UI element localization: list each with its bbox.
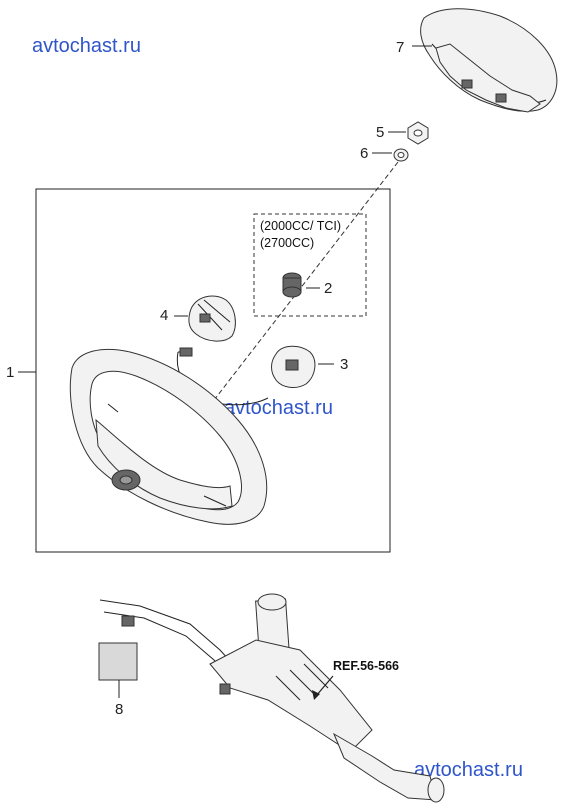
watermark-middle: avtochast.ru — [224, 397, 333, 419]
callout-5: 5 — [376, 124, 384, 141]
steering-wheel-assembly-box — [35, 188, 391, 553]
steering-wheel-part — [69, 348, 268, 525]
engine-variant-box — [253, 213, 367, 317]
caution-label-part — [98, 642, 138, 681]
nut-part — [388, 121, 429, 145]
damper-part — [282, 272, 320, 298]
washer-part — [372, 148, 409, 162]
watermark-top: avtochast.ru — [32, 35, 141, 57]
watermark-bottom: avtochast.ru — [414, 759, 523, 781]
reference-label: REF.56-566 — [333, 659, 399, 673]
callout-8: 8 — [115, 701, 123, 718]
cruise-switch-part — [271, 345, 334, 388]
airbag-module-part — [412, 8, 558, 113]
remote-control-switch-part — [174, 295, 236, 342]
engine-note-line1: (2000CC/ TCI) — [260, 219, 341, 233]
callout-7: 7 — [396, 39, 404, 56]
callout-3: 3 — [340, 356, 348, 373]
callout-2: 2 — [324, 280, 332, 297]
callout-6: 6 — [360, 145, 368, 162]
callout-4: 4 — [160, 307, 168, 324]
steering-gear-box-part — [99, 593, 445, 803]
engine-note-line2: (2700CC) — [260, 236, 314, 250]
harness-connector — [179, 347, 193, 357]
callout-1: 1 — [6, 364, 14, 381]
